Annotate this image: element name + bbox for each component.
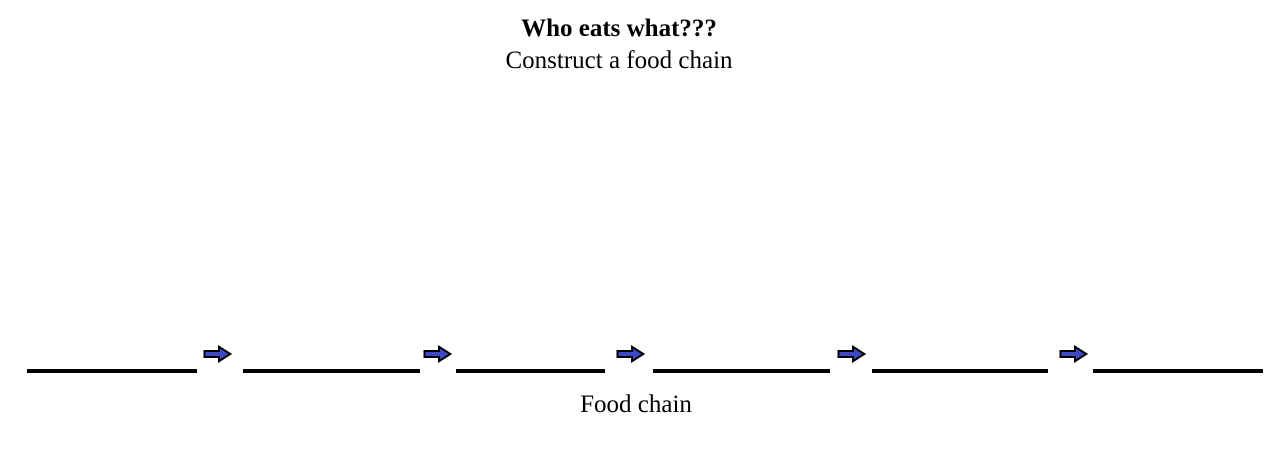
right-arrow-icon xyxy=(423,345,452,363)
right-arrow-icon xyxy=(1059,345,1088,363)
food-chain-blank-4[interactable] xyxy=(653,369,830,373)
food-chain-blank-6[interactable] xyxy=(1093,369,1263,373)
food-chain-blank-3[interactable] xyxy=(456,369,605,373)
food-chain-blank-2[interactable] xyxy=(243,369,420,373)
page-title: Who eats what??? xyxy=(521,15,717,42)
right-arrow-icon xyxy=(837,345,866,363)
food-chain-blank-1[interactable] xyxy=(27,369,197,373)
right-arrow-icon xyxy=(616,345,645,363)
food-chain-blank-5[interactable] xyxy=(872,369,1048,373)
right-arrow-icon xyxy=(203,345,232,363)
food-chain-caption: Food chain xyxy=(580,391,692,418)
page-subtitle: Construct a food chain xyxy=(505,47,733,74)
slide-header: Who eats what??? Construct a food chain xyxy=(505,13,732,76)
